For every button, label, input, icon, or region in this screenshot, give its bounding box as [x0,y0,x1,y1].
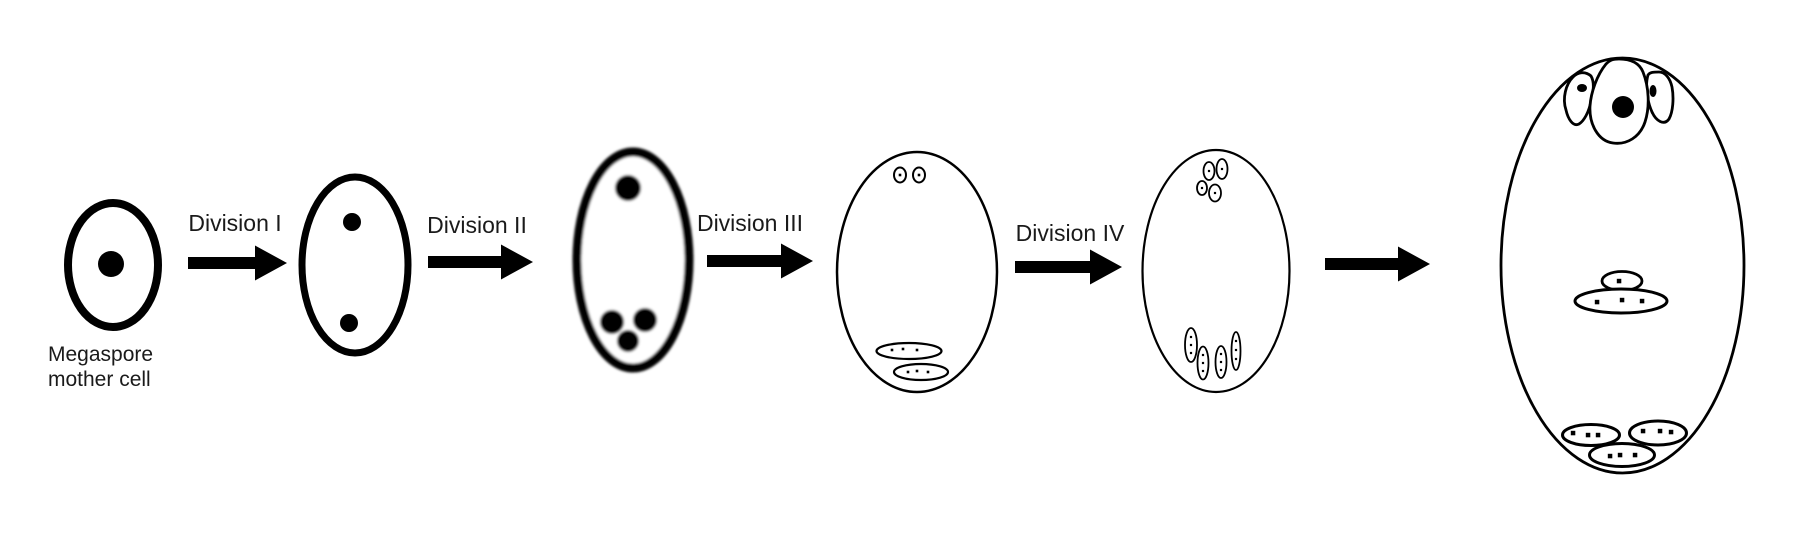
cell-5-bottom-dot [1234,348,1238,352]
cell-5-top-dot [1207,169,1211,173]
cell-4-bottom-dot [901,347,905,351]
start-label-line1: Megaspore [48,343,153,366]
stage-four-celled [835,150,999,394]
right-arrow-icon [707,243,813,279]
right-arrow-icon [188,245,287,281]
arrow-final [1325,246,1430,282]
antipodal-dot [1657,428,1663,434]
right-arrow-icon [1015,249,1122,285]
cell-4-bottom-dot [915,348,919,352]
synergid-right [1645,70,1675,124]
arrow-division-1: Division I [188,210,287,281]
cell-5-bottom-dot [1219,368,1223,372]
central-cell-dot [1639,298,1645,304]
start-label-line2: mother cell [48,368,151,391]
cell-2-nucleus-bottom [340,314,358,332]
central-cell-dot [1616,278,1622,284]
egg-cell-nucleus [1612,96,1634,118]
antipodal-dot [1640,428,1646,434]
antipodal-dot [1668,429,1674,435]
synergid-right-nucleus [1649,85,1657,97]
cell-5-bottom-dot [1219,352,1223,356]
antipodal-dot [1607,453,1613,459]
right-arrow-icon [428,244,533,280]
division-2-label: Division II [427,212,527,238]
antipodal-cell-left [1561,423,1621,447]
cell-4-membrane [835,150,999,394]
cell-4-bottom-dot [915,369,919,373]
stage-four-nucleate [572,147,694,373]
cell-5-membrane [1141,148,1291,394]
antipodal-dot [1632,452,1638,458]
cell-5-bottom-dot [1219,360,1223,364]
cell-5-bottom-dot [1189,351,1193,355]
cell-5-top-dot [1213,191,1217,195]
antipodal-dot [1585,432,1591,438]
arrow-division-2: Division II [427,212,533,280]
cell-5-bottom-dot [1189,335,1193,339]
cell-3-nucleus-bottom-left [600,310,624,334]
cell-4-bottom-dot [890,348,894,352]
cell-4-top-dot-1 [898,173,902,177]
stage-two-nucleate [298,173,412,357]
cell-5-bottom-dot [1201,353,1205,357]
cell-3-nucleus-top [615,175,641,201]
cell-3-nucleus-bottom-center [617,330,639,352]
division-3-label: Division III [697,210,803,236]
cell-4-top-dot-2 [917,173,921,177]
cell-3-nucleus-bottom-right [633,308,657,332]
cell-5-bottom-dot [1234,357,1238,361]
antipodal-dot [1595,432,1601,438]
stage-mature-embryo-sac [1499,56,1746,475]
synergid-left-nucleus [1577,84,1587,92]
cell-2-membrane [298,173,412,357]
cell-5-bottom-dot [1201,369,1205,373]
cell-4-bottom-dot [926,370,930,374]
cell-5-top-dot [1220,167,1224,171]
division-4-label: Division IV [1016,220,1125,246]
cell-4-bottom-cell-2 [892,362,950,382]
cell-1-nucleus [98,251,124,277]
stage-megaspore-mother-cell: Megaspore mother cell [48,199,162,391]
arrow-division-3: Division III [697,210,813,279]
central-cell-dot [1594,299,1600,305]
cell-5-top-dot [1200,186,1204,190]
central-cell-dot [1619,297,1625,303]
division-1-label: Division I [188,210,281,236]
cell-4-bottom-dot [906,370,910,374]
cell-5-bottom-dot [1201,361,1205,365]
antipodal-dot [1617,452,1623,458]
cell-5-bottom-dot [1189,343,1193,347]
cell-2-nucleus-top [343,213,361,231]
right-arrow-icon [1325,246,1430,282]
cell-4-bottom-cell-1 [875,341,943,361]
stage-eight-celled [1141,148,1291,394]
cell-5-bottom-dot [1234,339,1238,343]
antipodal-dot [1570,430,1576,436]
arrow-division-4: Division IV [1015,220,1125,285]
